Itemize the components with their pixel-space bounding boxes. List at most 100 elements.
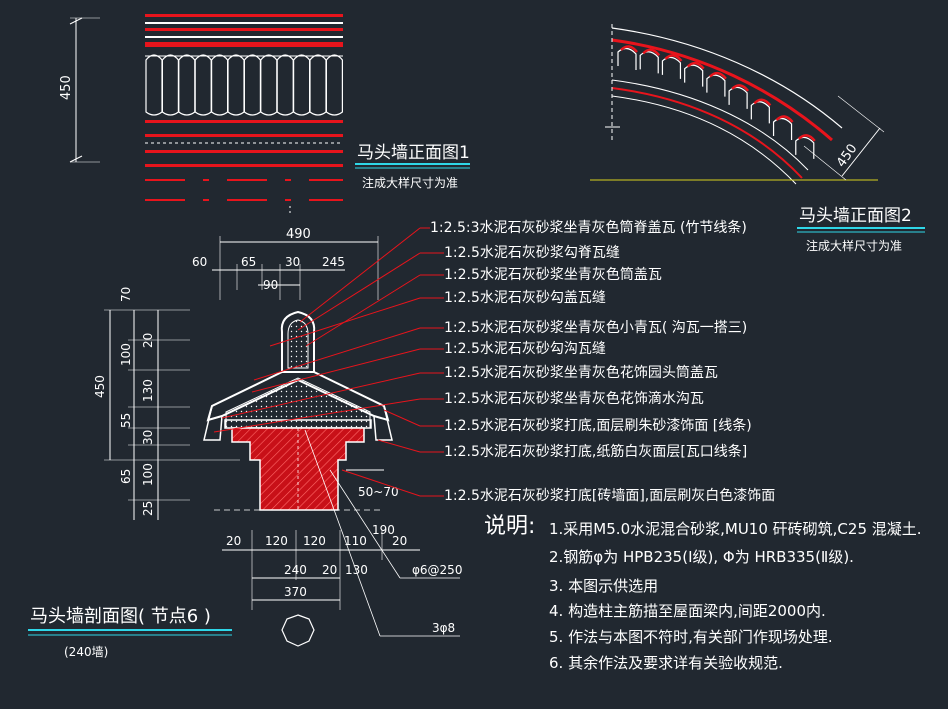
note-item: 2.钢筋φ为 HPB235(Ⅰ级), Φ为 HRB335(Ⅱ级). (549, 548, 854, 566)
view2-tile-ridge (686, 61, 705, 70)
section-title: 马头墙剖面图( 节点6 ) (30, 606, 211, 627)
callout-text: 1:2.5水泥石灰砂勾盖瓦缝 (444, 290, 606, 306)
sec-dim-55: 55 (119, 413, 133, 428)
view2-title: 马头墙正面图2 (799, 206, 912, 226)
callout-text: 1:2.5水泥石灰砂浆勾脊瓦缝 (444, 245, 620, 261)
view1-tile (161, 54, 179, 116)
view1-tiles (145, 54, 343, 116)
note-item: 5. 作法与本图不符时,有关部门作现场处理. (549, 628, 833, 646)
sec-dim-50-70: 50~70 (358, 485, 399, 499)
sec-dim-245: 245 (322, 255, 345, 269)
sec-dim-b130: 130 (345, 563, 368, 577)
callout-leader (269, 297, 421, 347)
sec-dim-25: 25 (141, 501, 155, 516)
view1-tile (194, 54, 212, 116)
callout-leader (305, 274, 421, 347)
notes-block: 说明: 1.采用M5.0水泥混合砂浆,MU10 矸砖砌筑,C25 混凝土. 2.钢… (484, 514, 922, 672)
view2-tile (772, 117, 793, 140)
callout-text: 1:2.5:3水泥石灰砂浆坐青灰色筒脊盖瓦 (竹节线条) (430, 219, 747, 236)
callout-leader (221, 372, 421, 419)
notes-label: 说明: (484, 514, 535, 539)
view1-dim-450: 450 (59, 75, 74, 100)
sec-dim-90: 90 (263, 278, 278, 292)
callout-leader (383, 409, 421, 427)
callout-leader (299, 227, 421, 323)
view2-tile-ridge (797, 134, 816, 142)
view1-note: 注成大样尺寸为准 (362, 175, 458, 190)
view1-tile (260, 54, 278, 116)
callout-text: 1:2.5水泥石灰砂浆坐青灰色筒盖瓦 (444, 266, 662, 283)
rebar-b: 3φ8 (432, 621, 455, 635)
sec-dim-b120b: 120 (303, 534, 326, 548)
view2-tile (795, 136, 815, 159)
callout-text: 1:2.5水泥石灰砂浆坐青灰色花饰滴水沟瓦 (444, 390, 704, 407)
callout-leader (251, 348, 421, 393)
sec-dim-b190: 190 (372, 523, 395, 537)
note-item: 4. 构造柱主筋描至屋面梁内,间距2000内. (549, 602, 826, 620)
sec-dim-65-left: 65 (119, 469, 133, 484)
view2-tile-ridge (775, 115, 794, 123)
sec-dim-20: 20 (141, 333, 155, 348)
view2-tile (661, 56, 682, 79)
view1-tile (145, 54, 163, 116)
view1-tile (178, 54, 196, 116)
sec-dim-65: 65 (241, 255, 256, 269)
view2-tile-ridge (753, 98, 772, 107)
callout-group: 1:2.5:3水泥石灰砂浆坐青灰色筒脊盖瓦 (竹节线条) 1:2.5水泥石灰砂浆勾… (213, 219, 775, 504)
sec-dim-b120a: 120 (265, 534, 288, 548)
view2-tile-ridge (642, 48, 661, 57)
view2-tile-ridge (664, 54, 683, 62)
sec-dim-70: 70 (119, 287, 133, 302)
notes-list: 1.采用M5.0水泥混合砂浆,MU10 矸砖砌筑,C25 混凝土. 2.钢筋φ为 … (549, 520, 922, 672)
note-item: 1.采用M5.0水泥混合砂浆,MU10 矸砖砌筑,C25 混凝土. (549, 520, 922, 538)
callout-text: 1:2.5水泥石灰砂浆坐青灰色小青瓦( 沟瓦一搭三) (444, 319, 747, 336)
view1-tile (293, 54, 311, 116)
view2-tile (617, 47, 637, 70)
view2-tile (639, 51, 659, 74)
view2-tile (684, 64, 704, 87)
callout-text: 1:2.5水泥石灰砂浆打底,纸筋白灰面层[瓦口线条] (444, 443, 747, 460)
sec-dim-30: 30 (285, 255, 300, 269)
sec-dim-100: 100 (119, 343, 133, 366)
view1-elevation: 450 马头墙正面图1 注成大样尺寸为准 (59, 14, 470, 216)
callout-leader (341, 469, 421, 497)
rebar-a: φ6@250 (412, 563, 462, 577)
callout-leader (297, 252, 421, 331)
sec-dim-100b: 100 (141, 463, 155, 486)
section-subtitle: (240墙) (64, 645, 108, 659)
sec-dim-b20c: 20 (322, 563, 337, 577)
callout-text: 1:2.5水泥石灰砂浆坐青灰色花饰园头筒盖瓦 (444, 364, 718, 381)
view2-tile (750, 101, 770, 124)
view2-elevation: 450 马头墙正面图2 注成大样尺寸为准 (590, 24, 925, 253)
sec-dim-30-left: 30 (141, 430, 155, 445)
note-item: 3. 本图示供选用 (549, 577, 658, 595)
view2-note: 注成大样尺寸为准 (806, 238, 902, 253)
sec-dim-60: 60 (192, 255, 207, 269)
view1-tile (243, 54, 261, 116)
view1-tile (276, 54, 294, 116)
view1-title: 马头墙正面图1 (357, 143, 470, 163)
sec-dim-b20b: 20 (392, 534, 407, 548)
view1-tile (325, 54, 343, 116)
callout-text: 1:2.5水泥石灰砂勾沟瓦缝 (444, 341, 606, 357)
sec-dim-b240: 240 (284, 563, 307, 577)
view2-tile (706, 74, 726, 97)
view2-tile-ridge (620, 45, 638, 53)
sec-dim-490: 490 (286, 227, 311, 242)
sec-dim-450-left: 450 (93, 375, 107, 398)
callout-leader (377, 439, 421, 453)
section-view: 490 60 65 30 245 90 450 70 100 20 130 55… (28, 227, 462, 659)
callout-text: 1:2.5水泥石灰砂浆打底,面层刷朱砂漆饰面 [线条) (444, 417, 752, 434)
sec-dim-b20a: 20 (226, 534, 241, 548)
callout-leader (213, 398, 421, 433)
sec-dim-130: 130 (141, 379, 155, 402)
view2-tile-ridge (731, 84, 750, 92)
view2-tile-ridge (709, 71, 727, 80)
callout-leader (253, 327, 421, 381)
sec-dim-b110: 110 (344, 534, 367, 548)
view2-tiles (617, 45, 816, 159)
sec-dim-b370: 370 (284, 585, 307, 599)
note-item: 6. 其余作法及要求详有关验收规范. (549, 654, 783, 672)
